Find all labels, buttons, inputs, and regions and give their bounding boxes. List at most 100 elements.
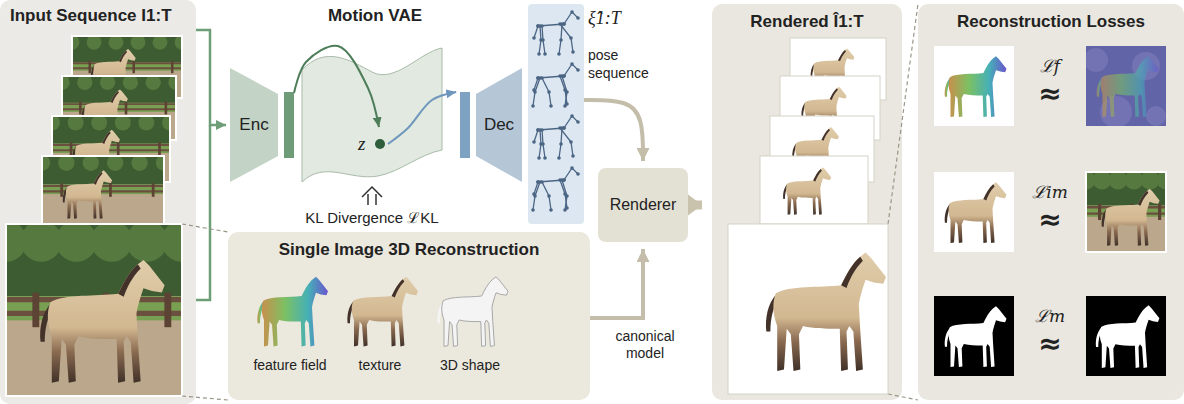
tree-crown: [68, 116, 84, 131]
skeleton-joint: [536, 76, 540, 80]
frame-border: [6, 224, 182, 396]
skeleton-bone: [534, 78, 538, 90]
skeleton-joint: [576, 68, 580, 72]
horse-figure: [40, 260, 164, 383]
horse-mane: [119, 50, 127, 62]
fence-post: [133, 61, 135, 73]
annotation-label: ≈: [1018, 330, 1082, 358]
rendered-feature: [934, 46, 1014, 126]
horse-figure: [347, 277, 418, 347]
annotation-label: canonical model: [605, 328, 685, 362]
skeleton-joint: [537, 52, 541, 56]
skeleton-bone: [542, 78, 551, 106]
fence-post: [79, 102, 82, 115]
node-caption: pose sequence: [588, 47, 662, 82]
tree-crown: [56, 224, 97, 262]
skeleton-joint: [570, 62, 574, 66]
tree-crown: [21, 224, 62, 262]
horse-figure: [63, 170, 112, 219]
kl-shaft: [367, 194, 369, 205]
fence-post: [117, 142, 120, 155]
skeleton-joint: [558, 74, 562, 78]
fence-post: [109, 183, 112, 197]
horse-body: [1105, 189, 1159, 246]
skeleton-joint: [541, 38, 545, 42]
feature-blob: [1146, 106, 1166, 126]
zoom-line: [888, 4, 918, 224]
connector: [584, 100, 643, 161]
horse-body: [442, 277, 508, 347]
node-title: Dec: [484, 115, 514, 135]
encoder-bar: [284, 92, 294, 158]
tree-crown: [91, 224, 132, 262]
horse-mane: [841, 257, 863, 288]
horse-figure: [783, 167, 831, 214]
skeleton-joint: [541, 142, 545, 146]
tree-crown: [131, 36, 146, 50]
skeleton-bone: [560, 24, 573, 52]
pose-skeletons: [531, 10, 580, 212]
fence-post: [1158, 204, 1161, 220]
fence-post: [70, 142, 73, 155]
tree-crown: [175, 36, 182, 50]
horse-mane: [392, 279, 405, 297]
horse-figure: [1096, 305, 1160, 368]
node-title: Rendered Î1:T: [750, 12, 863, 32]
latent-dot: [375, 139, 385, 149]
skeleton-joint: [565, 102, 569, 106]
connector: [388, 92, 456, 144]
annotation-label: ≈: [1018, 206, 1082, 234]
loss-images: [934, 46, 1176, 376]
feature-blob: [1086, 48, 1108, 72]
annotation-label: ℒim: [1018, 180, 1082, 203]
skeleton-bone: [542, 182, 551, 210]
label-holder: canonical model: [605, 328, 685, 362]
skeleton-joint: [543, 52, 547, 56]
skeleton-bone: [564, 12, 578, 24]
tree-crown: [42, 156, 50, 171]
annotation-label: ℒf: [1018, 54, 1082, 77]
fence-post: [152, 183, 155, 197]
input-bracket: [196, 125, 210, 300]
skeleton-joint: [570, 10, 574, 14]
tree-crown: [126, 224, 167, 262]
node-title: Reconstruction Losses: [957, 12, 1145, 32]
horse-figure: [437, 277, 508, 347]
skeleton-joint: [557, 156, 561, 160]
node-title: z: [358, 133, 365, 155]
horse-body: [66, 170, 112, 219]
skeleton-bone: [564, 168, 578, 180]
horse-mane: [1138, 191, 1148, 206]
skeleton-joint: [571, 154, 575, 158]
frame-border: [42, 156, 164, 224]
tree-crown: [168, 76, 176, 90]
fence-post: [60, 183, 63, 197]
horse-mane: [813, 169, 822, 182]
skeleton-joint: [531, 104, 535, 108]
skeleton-bone: [542, 130, 545, 158]
label-holder: 3D shape: [425, 357, 515, 373]
horse-body: [262, 277, 328, 347]
input-frames: [0, 35, 203, 396]
skeleton-joint: [543, 156, 547, 160]
annotation-label: texture: [335, 357, 425, 373]
connector: [294, 46, 379, 127]
tree-crown: [91, 116, 107, 131]
skeleton-joint: [547, 90, 551, 94]
horse-body: [949, 56, 1007, 117]
skeleton-bone: [559, 128, 562, 158]
node-title: ξ̂1:T: [588, 8, 621, 29]
skeleton-joint: [532, 88, 536, 92]
horse-mane: [110, 91, 118, 103]
skeleton-joint: [576, 16, 580, 20]
node-title: Input Sequence I1:T: [10, 6, 172, 26]
horse-body: [48, 260, 165, 383]
tree-crown: [83, 156, 99, 171]
label-holder: ℒm: [1018, 304, 1082, 327]
tree-crown: [153, 36, 168, 50]
node-title: Renderer: [610, 196, 677, 214]
fence-post: [164, 293, 171, 327]
pose-band-ground: [528, 4, 584, 224]
skeleton-joint: [565, 206, 569, 210]
connector: [590, 249, 643, 318]
